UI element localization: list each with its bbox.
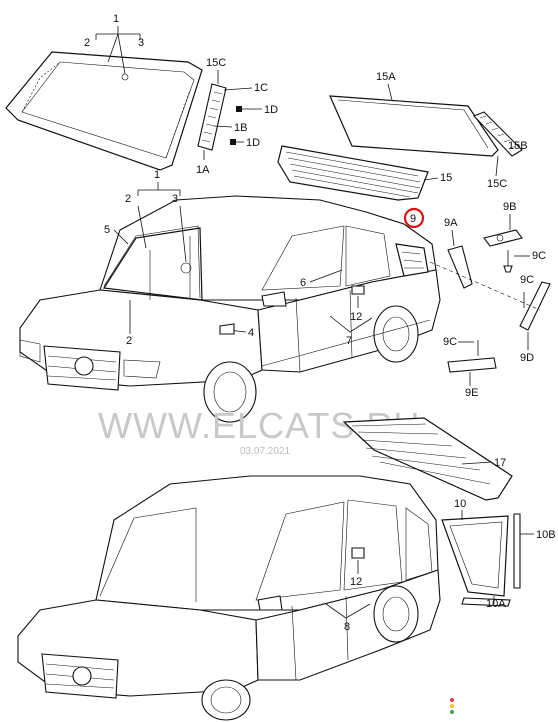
- windshield-label-group: 1 2 3: [84, 13, 144, 75]
- label-9c-b: 9C: [520, 274, 534, 286]
- highlight-marker-9[interactable]: 9: [403, 207, 425, 229]
- windshield-glass[interactable]: [5, 51, 203, 171]
- screw-9c-top[interactable]: [503, 250, 513, 273]
- sedan-labels: 1 2 3 5 2 4 6 12 7: [104, 169, 373, 347]
- windshield-seal[interactable]: [197, 83, 227, 151]
- rail-9e[interactable]: [447, 340, 497, 373]
- seal-clip-1d-bottom[interactable]: [230, 139, 244, 145]
- wagon-quarter-labels: 10 10B 10A: [454, 498, 556, 610]
- label-3: 3: [138, 37, 144, 49]
- watermark-date: 03.07.2021: [240, 446, 290, 457]
- label-1: 1: [113, 13, 119, 25]
- wagon-labels: 12 8: [325, 547, 371, 633]
- label-1d-b: 1D: [246, 137, 260, 149]
- label-10: 10: [454, 498, 466, 510]
- label-sedan-6: 6: [300, 277, 306, 289]
- label-15b: 15B: [508, 140, 528, 152]
- wagon-seal-10a[interactable]: [461, 597, 511, 607]
- label-15c: 15C: [206, 57, 226, 69]
- label-9c-c: 9C: [443, 336, 457, 348]
- quarter-trim-9a[interactable]: [447, 245, 473, 289]
- label-15a: 15A: [376, 71, 396, 83]
- label-sedan-12: 12: [350, 311, 362, 323]
- label-wagon-8: 8: [344, 621, 350, 633]
- label-sedan-1: 1: [154, 169, 160, 181]
- label-9e: 9E: [465, 387, 478, 399]
- rear-glass-15[interactable]: [277, 145, 429, 201]
- label-sedan-7: 7: [346, 335, 352, 347]
- label-sedan-5: 5: [104, 224, 110, 236]
- label-9b: 9B: [503, 201, 516, 213]
- sedan-windshield[interactable]: [102, 227, 203, 301]
- status-dots: [450, 698, 454, 714]
- label-sedan-2b: 2: [126, 335, 132, 347]
- sedan-body: [19, 195, 441, 423]
- label-wagon-12: 12: [350, 576, 362, 588]
- wagon-17-label: 17: [461, 457, 506, 469]
- wagon-rear-glass-17[interactable]: [342, 417, 513, 501]
- rear-glass-15-label: 15: [423, 172, 452, 184]
- label-10a: 10A: [486, 598, 506, 610]
- label-15c-right: 15C: [487, 178, 507, 190]
- label-sedan-4: 4: [248, 327, 254, 339]
- label-9c-a: 9C: [532, 250, 546, 262]
- label-9d: 9D: [520, 352, 534, 364]
- wagon-quarter-glass-10[interactable]: [441, 515, 509, 597]
- wagon-seal-10b[interactable]: [513, 513, 521, 589]
- sedan-quarter-window[interactable]: [395, 243, 429, 277]
- rear-glass-15b-seal[interactable]: [473, 111, 523, 157]
- label-highlight-9: 9: [410, 213, 416, 225]
- bracket-9d[interactable]: [519, 281, 551, 331]
- label-1a: 1A: [196, 164, 210, 176]
- label-sedan-2: 2: [125, 193, 131, 205]
- label-2: 2: [84, 37, 90, 49]
- rear-glass-15a[interactable]: [329, 95, 499, 157]
- label-sedan-3: 3: [172, 193, 178, 205]
- quarter-parts-labels: 9A 9B 9C 9C 9D 9C 9E: [429, 201, 546, 399]
- seal-labels: 15C 1C 1D 1B 1D 1A: [196, 57, 278, 176]
- label-1b: 1B: [234, 122, 247, 134]
- label-10b: 10B: [536, 529, 556, 541]
- label-9a: 9A: [444, 217, 458, 229]
- wagon-body: [17, 475, 441, 721]
- label-17: 17: [494, 457, 506, 469]
- clip-9b[interactable]: [483, 229, 523, 247]
- rear-glass-labels: 15A 15B 15C: [376, 71, 528, 190]
- seal-clip-1d-top[interactable]: [236, 106, 262, 112]
- label-15: 15: [440, 172, 452, 184]
- label-1d-a: 1D: [264, 104, 278, 116]
- label-1c: 1C: [254, 82, 268, 94]
